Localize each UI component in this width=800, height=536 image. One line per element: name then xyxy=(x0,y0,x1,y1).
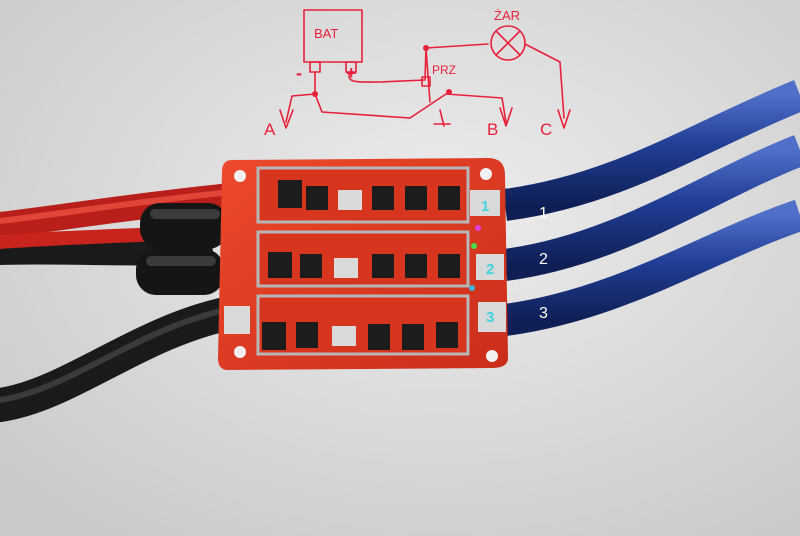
motor-cables xyxy=(502,80,800,336)
plus-label: + xyxy=(346,63,357,83)
schematic-labels: BAT - + ŻAR PRZ A B C xyxy=(264,8,552,139)
schematic-sketch xyxy=(279,9,571,129)
cable-labels: 1 2 3 xyxy=(539,205,548,322)
battery-symbol xyxy=(303,9,363,63)
phase-pad-label-2: 2 xyxy=(486,261,494,278)
output-label-c: C xyxy=(540,120,552,139)
cable-label-1: 1 xyxy=(539,205,548,222)
lamp-symbol xyxy=(490,25,526,61)
esc-board xyxy=(218,158,508,370)
lamp-label: ŻAR xyxy=(494,8,520,23)
phase-pad-label-1: 1 xyxy=(481,198,489,215)
output-label-b: B xyxy=(487,120,498,139)
switch-symbol xyxy=(409,93,507,123)
phase-pad-labels: 1 2 3 xyxy=(481,198,494,326)
cable-label-2: 2 xyxy=(539,251,548,268)
minus-label: - xyxy=(296,63,302,83)
switch-label: PRZ xyxy=(432,63,456,77)
output-label-a: A xyxy=(264,120,276,139)
cable-label-3: 3 xyxy=(539,305,548,322)
phase-pad-label-3: 3 xyxy=(486,309,494,326)
battery-label: BAT xyxy=(314,26,338,41)
capacitors xyxy=(136,203,228,295)
